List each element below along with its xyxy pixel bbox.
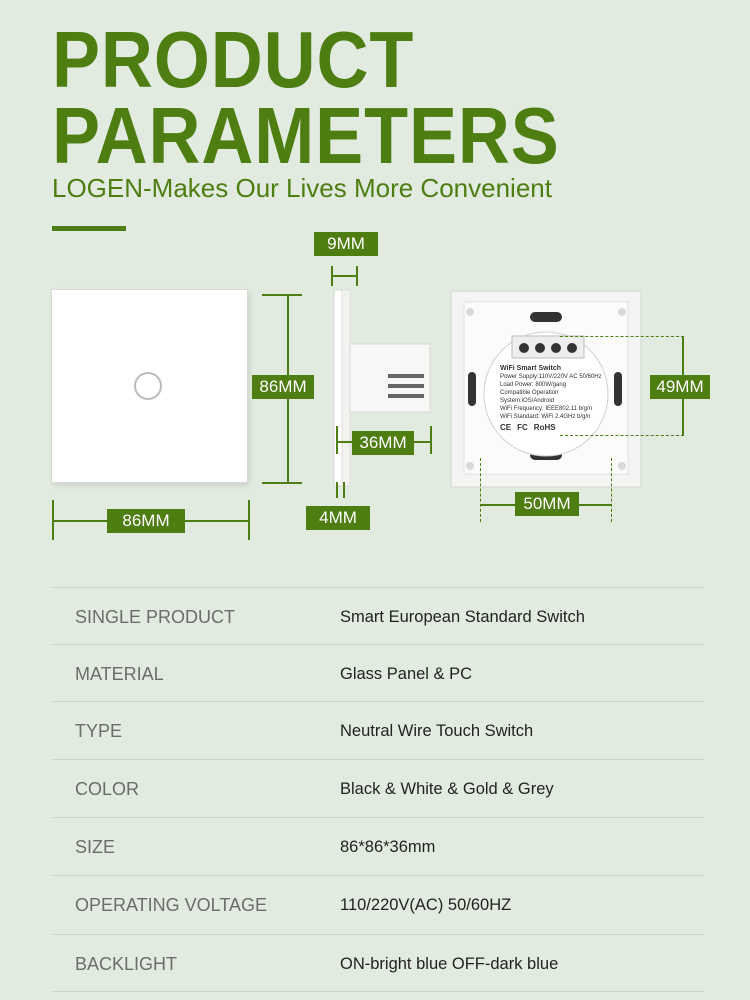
spec-value: ON-bright blue OFF-dark blue [340,955,559,973]
back-label-title: WiFi Smart Switch [500,365,562,372]
dim-dash-right [611,458,613,522]
table-row: SIZE 86*86*36mm [52,817,704,875]
back-label-line: WiFi Standard: WiFi 2.4GHz b/g/n [500,414,591,420]
ce-mark: CE [500,423,512,432]
title-line-1: PRODUCT [52,15,415,104]
side-thickness-label: 9MM [314,232,378,256]
back-height-label: 49MM [650,375,710,399]
table-row: SINGLE PRODUCT Smart European Standard S… [52,587,704,645]
spec-label: SIZE [75,837,116,857]
spec-value: Smart European Standard Switch [340,608,585,626]
subtitle: LOGEN-Makes Our Lives More Convenient [52,173,552,203]
touch-button-icon [134,372,162,400]
back-label-line: Power Supply:110V/220V AC 50/60Hz [500,374,602,380]
spec-value: Neutral Wire Touch Switch [340,722,534,740]
dim-tick-top [262,294,302,296]
dim-tick-f [343,482,345,498]
back-label-line: WiFi Frequency: IEEE802.11 b/g/n [500,406,592,412]
spec-value: Glass Panel & PC [340,665,473,683]
front-height-label: 86MM [252,375,314,399]
spec-value: Black & White & Gold & Grey [340,780,554,798]
title-line-2: PARAMETERS [52,91,560,180]
dim-dash-top [560,336,684,338]
spec-label: COLOR [75,779,140,799]
back-width-label: 50MM [515,492,579,516]
dim-tick-right [248,500,250,540]
back-label-line: Compatible Operation System:iOS/Android [500,390,559,404]
dim-dash-bottom [560,435,684,437]
accent-bar [52,226,126,231]
back-label-line: Load Power: 800W/gang [500,382,567,388]
spec-label: TYPE [75,721,123,741]
spec-label: MATERIAL [75,664,164,684]
dim-tick-bottom [262,482,302,484]
spec-label: BACKLIGHT [75,954,178,974]
dim-line-thickness [331,275,358,277]
back-label-marks: CE FC RoHS [500,424,610,432]
dim-tick-c [336,426,338,454]
side-depth-label: 36MM [352,431,414,455]
rohs-mark: RoHS [533,423,556,432]
dim-tick-e [336,482,338,498]
table-row: OPERATING VOLTAGE 110/220V(AC) 50/60HZ [52,875,704,933]
table-row: COLOR Black & White & Gold & Grey [52,759,704,817]
back-panel-image [450,290,642,488]
spec-value: 86*86*36mm [340,838,436,856]
side-profile-image [333,289,431,487]
table-row: TYPE Neutral Wire Touch Switch [52,701,704,759]
back-label: WiFi Smart Switch Power Supply:110V/220V… [500,365,610,432]
dim-tick-d [430,426,432,454]
fc-mark: FC [517,423,528,432]
spec-value: 110/220V(AC) 50/60HZ [340,896,512,914]
spec-label: SINGLE PRODUCT [75,607,236,627]
table-row: MATERIAL Glass Panel & PC [52,644,704,702]
spec-label: OPERATING VOLTAGE [75,895,268,915]
front-width-label: 86MM [107,509,185,533]
table-row: BACKLIGHT ON-bright blue OFF-dark blue [52,934,704,992]
side-plate-label: 4MM [306,506,370,530]
dim-dash-left [480,458,482,522]
